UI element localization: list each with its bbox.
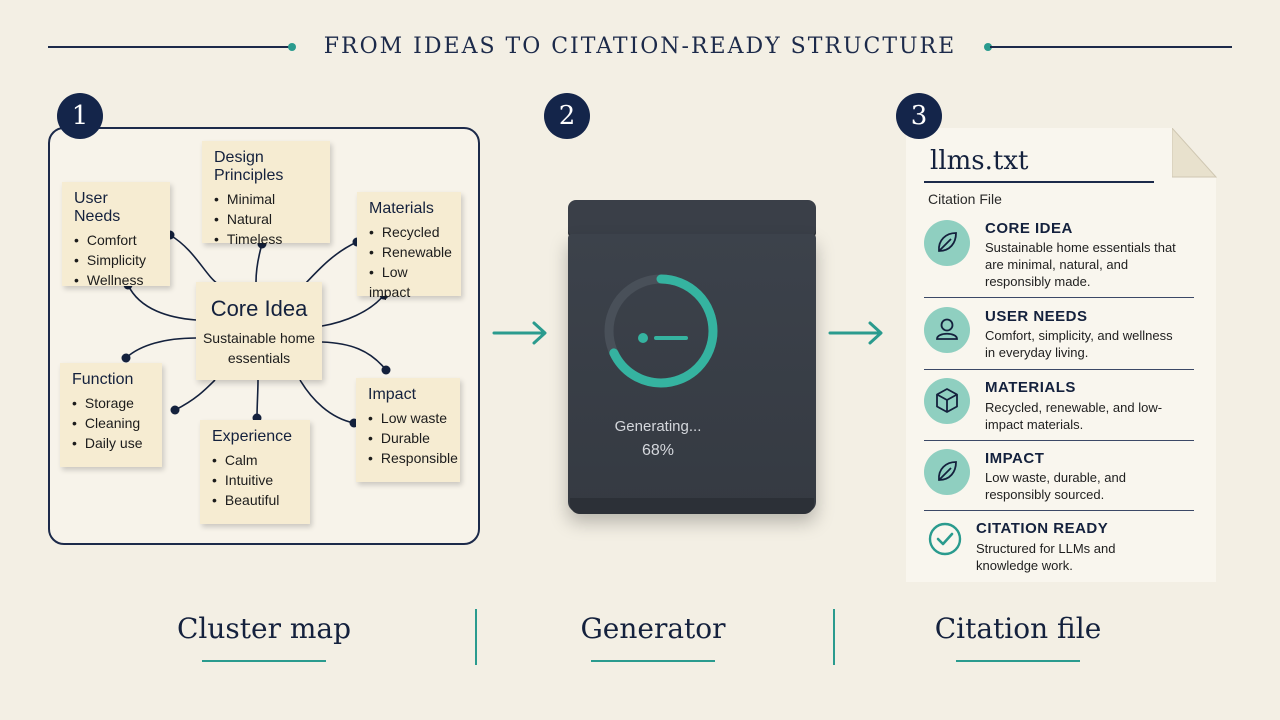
- footer-underline: [956, 660, 1080, 662]
- connector-user-needs-2: [127, 284, 197, 321]
- section-divider: [924, 510, 1194, 511]
- connector-design: [255, 243, 263, 283]
- connector-experience: [256, 379, 259, 419]
- note-title: Impact: [368, 386, 417, 403]
- section-body: Low waste, durable, and responsibly sour…: [985, 470, 1126, 502]
- note-item: Wellness: [74, 270, 158, 290]
- citation-filename: llms.txt: [930, 146, 1029, 176]
- generator-base: [570, 498, 814, 514]
- header-dot-left: [288, 43, 296, 51]
- node-dot: [170, 405, 180, 415]
- connector-user-needs: [169, 234, 219, 285]
- header-rule-left: [48, 46, 292, 48]
- footer-label-citation-file: Citation file: [934, 612, 1102, 645]
- core-idea-card: Core Idea Sustainable home essentials: [196, 282, 322, 380]
- check-circle-icon: [926, 520, 964, 563]
- step-badge-2: 2: [544, 93, 590, 139]
- node-dot: [121, 353, 131, 363]
- note-experience: Experience Calm Intuitive Beautiful: [200, 420, 310, 524]
- connector-function-2: [174, 379, 216, 411]
- footer-label-cluster-map: Cluster map: [176, 612, 352, 645]
- note-item: Renewable: [369, 242, 452, 262]
- note-title: Materials: [369, 200, 434, 217]
- note-item: Recycled: [369, 222, 449, 242]
- section-divider: [924, 440, 1194, 441]
- connector-function: [125, 337, 197, 359]
- note-item: Low waste: [368, 408, 448, 428]
- section-divider: [924, 369, 1194, 370]
- header-rule-right: [990, 46, 1232, 48]
- title-underline: [924, 181, 1154, 183]
- generator-status: Generating...: [614, 418, 702, 435]
- section-heading: USER NEEDS: [985, 308, 1088, 325]
- footer-separator: [833, 609, 835, 665]
- section-body: Structured for LLMs and knowledge work.: [976, 541, 1116, 573]
- note-item: Responsible: [368, 448, 458, 468]
- note-item: Intuitive: [212, 470, 298, 490]
- note-item: Beautiful: [212, 490, 298, 510]
- arrow-head-2: [868, 321, 883, 345]
- generator-progress-ring: [604, 274, 718, 388]
- citation-subtitle: Citation File: [928, 191, 1002, 207]
- citation-document: [906, 128, 1216, 582]
- note-impact: Impact Low waste Durable Responsible: [356, 378, 460, 482]
- note-title: Experience: [212, 428, 293, 445]
- note-item: Comfort: [74, 230, 158, 250]
- note-item: Calm: [212, 450, 298, 470]
- section-heading: CORE IDEA: [985, 220, 1073, 237]
- note-item: Storage: [72, 393, 150, 413]
- note-title: Function: [72, 371, 134, 388]
- progress-arc: [604, 274, 718, 388]
- section-heading: IMPACT: [985, 450, 1045, 467]
- section-body: Recycled, renewable, and low-impact mate…: [985, 400, 1163, 432]
- section-heading: MATERIALS: [985, 379, 1076, 396]
- connector-impact: [299, 379, 355, 424]
- page-title: FROM IDEAS TO CITATION-READY STRUCTURE: [323, 34, 957, 59]
- note-materials: Materials Recycled Renewable Low impact: [357, 192, 461, 300]
- step-badge-3: 3: [896, 93, 942, 139]
- note-title: User Needs: [74, 190, 121, 225]
- note-item: Low impact: [369, 262, 449, 302]
- section-divider: [924, 297, 1194, 298]
- generator-lid: [568, 200, 816, 240]
- note-user-needs: User Needs Comfort Simplicity Wellness: [62, 182, 170, 288]
- section-heading: CITATION READY: [976, 520, 1109, 537]
- header-dot-right: [984, 43, 992, 51]
- leaf-icon: [924, 449, 970, 495]
- section-body: Comfort, simplicity, and wellness in eve…: [985, 328, 1173, 360]
- note-item: Natural: [214, 209, 318, 229]
- user-icon: [924, 307, 970, 353]
- page-fold: [1172, 128, 1218, 178]
- note-item: Durable: [368, 428, 448, 448]
- note-item: Daily use: [72, 433, 150, 453]
- note-design-principles: Design Principles Minimal Natural Timele…: [202, 141, 330, 247]
- footer-underline: [591, 660, 715, 662]
- generator-progress-label: 68%: [641, 442, 675, 459]
- arrow-head-1: [532, 321, 547, 345]
- node-dot: [381, 365, 391, 375]
- step-badge-1: 1: [57, 93, 103, 139]
- footer-separator: [475, 609, 477, 665]
- note-item: Minimal: [214, 189, 318, 209]
- note-function: Function Storage Cleaning Daily use: [60, 363, 162, 467]
- note-title: Design Principles: [214, 149, 284, 184]
- footer-label-generator: Generator: [580, 612, 726, 645]
- connector-impact-2: [321, 341, 387, 371]
- note-item: Cleaning: [72, 413, 150, 433]
- core-idea-title: Core Idea: [210, 296, 308, 321]
- progress-hand-dot: [638, 333, 648, 343]
- leaf-icon: [924, 220, 970, 266]
- connector-materials: [304, 241, 358, 285]
- footer-underline: [202, 660, 326, 662]
- note-item: Timeless: [214, 229, 318, 249]
- section-body: Sustainable home essentials that are min…: [985, 240, 1176, 289]
- core-idea-subtitle: Sustainable home essentials: [202, 330, 316, 366]
- note-item: Simplicity: [74, 250, 158, 270]
- cube-icon: [924, 378, 970, 424]
